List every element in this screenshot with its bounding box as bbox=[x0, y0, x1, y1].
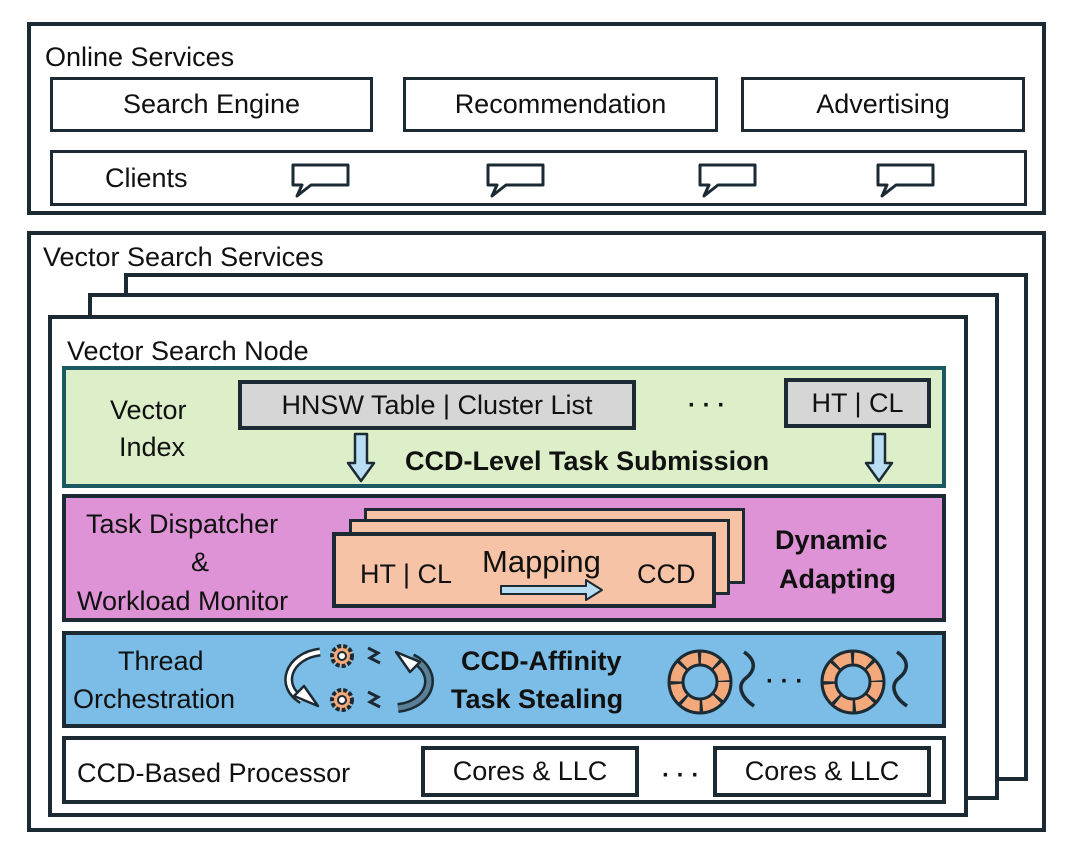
down-arrow-icon bbox=[346, 432, 376, 483]
ht-cl-box: HT | CL bbox=[784, 378, 931, 428]
clients-label: Clients bbox=[105, 163, 188, 193]
task-dispatcher-label-line1: Task Dispatcher bbox=[86, 509, 279, 539]
cores-llc-box: Cores & LLC bbox=[713, 746, 931, 797]
index-ellipsis: · · · bbox=[688, 392, 726, 419]
speech-bubble-icon bbox=[486, 163, 545, 198]
search-engine-box: Search Engine bbox=[50, 77, 373, 132]
thread-cycle-icon bbox=[284, 644, 434, 713]
mapping-left-label: HT | CL bbox=[360, 559, 453, 589]
speech-bubble-icon bbox=[698, 163, 757, 198]
thread-orchestration-label-line1: Thread bbox=[118, 646, 204, 676]
search-engine-label: Search Engine bbox=[122, 89, 301, 119]
hnsw-table-label: HNSW Table | Cluster List bbox=[281, 389, 593, 420]
thread-ellipsis: · · · bbox=[766, 668, 804, 695]
online-services-title: Online Services bbox=[45, 42, 235, 72]
thread-orchestration-label-line2: Orchestration bbox=[73, 684, 236, 714]
ht-cl-label: HT | CL bbox=[811, 387, 904, 418]
speech-bubble-icon bbox=[876, 163, 935, 198]
task-dispatcher-label-line2: & bbox=[191, 547, 210, 577]
down-arrow-icon bbox=[864, 432, 894, 483]
ccd-processor-label: CCD-Based Processor bbox=[77, 758, 351, 788]
task-dispatcher-label-line3: Workload Monitor bbox=[77, 586, 289, 616]
squiggle-icon bbox=[739, 650, 756, 708]
speech-bubble-icon bbox=[291, 163, 350, 198]
cores-llc-label: Cores & LLC bbox=[744, 756, 900, 786]
advertising-box: Advertising bbox=[741, 77, 1025, 132]
vector-search-node-title: Vector Search Node bbox=[67, 336, 309, 366]
mapping-right-label: CCD bbox=[637, 559, 696, 589]
cores-llc-box: Cores & LLC bbox=[421, 746, 639, 797]
thread-orchestration-layer bbox=[62, 631, 946, 728]
ring-icon bbox=[820, 649, 886, 715]
dynamic-adapting-line1: Dynamic bbox=[775, 525, 888, 555]
recommendation-label: Recommendation bbox=[454, 89, 667, 119]
vector-index-label-line2: Index bbox=[119, 432, 186, 462]
mapping-card bbox=[332, 532, 716, 608]
advertising-label: Advertising bbox=[816, 89, 950, 119]
ccd-level-task-submission-label: CCD-Level Task Submission bbox=[405, 446, 770, 476]
squiggle-icon bbox=[892, 650, 909, 708]
ccd-affinity-line1: CCD-Affinity bbox=[461, 646, 622, 676]
cores-llc-label: Cores & LLC bbox=[452, 756, 608, 786]
processor-ellipsis: · · · bbox=[662, 762, 700, 789]
vector-index-label-line1: Vector bbox=[110, 395, 187, 425]
dynamic-adapting-line2: Adapting bbox=[779, 564, 896, 594]
right-arrow-icon bbox=[500, 579, 603, 601]
vector-search-services-title: Vector Search Services bbox=[43, 242, 324, 272]
ring-icon bbox=[667, 649, 733, 715]
recommendation-box: Recommendation bbox=[403, 77, 718, 132]
ccd-affinity-line2: Task Stealing bbox=[451, 684, 624, 714]
mapping-center-label: Mapping bbox=[482, 544, 601, 579]
hnsw-table-box: HNSW Table | Cluster List bbox=[238, 380, 636, 430]
